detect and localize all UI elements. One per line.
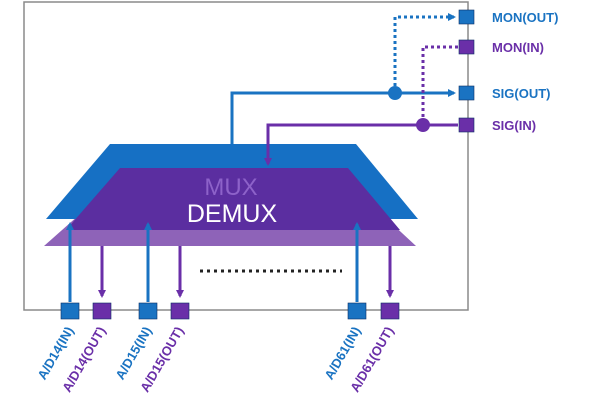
demux-layer	[66, 168, 400, 230]
port-square-monout	[458, 9, 475, 25]
right-wiring	[230, 13, 458, 166]
port-label: MON(IN)	[492, 40, 544, 55]
port-square-ad61out	[380, 302, 400, 320]
port-square-monin	[458, 39, 475, 55]
port-square-ad14out	[92, 302, 112, 320]
port-square-ad15in	[138, 302, 158, 320]
sig-out-junction	[388, 86, 402, 100]
bottom-ports: A/D14(IN)A/D14(OUT)A/D15(IN)A/D15(OUT)A/…	[34, 302, 400, 395]
port-square-sigin	[458, 117, 475, 133]
sig-in-junction	[416, 118, 430, 132]
sig-out-line	[230, 89, 456, 144]
bottom-wiring	[66, 222, 394, 302]
port-square-ad14in	[60, 302, 80, 320]
port-square-sigout	[458, 85, 475, 101]
mon-in-line	[421, 45, 458, 118]
mon-out-line	[393, 13, 456, 86]
mux-label: MUX	[204, 174, 257, 201]
demux-label: DEMUX	[187, 200, 278, 228]
port-label: MON(OUT)	[492, 10, 558, 25]
right-ports: MON(OUT) MON(IN) SIG(OUT) SIG(IN)	[458, 9, 558, 133]
port-label: SIG(IN)	[492, 118, 536, 133]
port-label: SIG(OUT)	[492, 86, 551, 101]
mux-demux-block: MUX DEMUX	[44, 144, 418, 246]
port-square-ad61in	[347, 302, 367, 320]
sig-in-line	[264, 123, 458, 166]
enclosure-frame	[23, 1, 469, 311]
port-square-ad15out	[170, 302, 190, 320]
